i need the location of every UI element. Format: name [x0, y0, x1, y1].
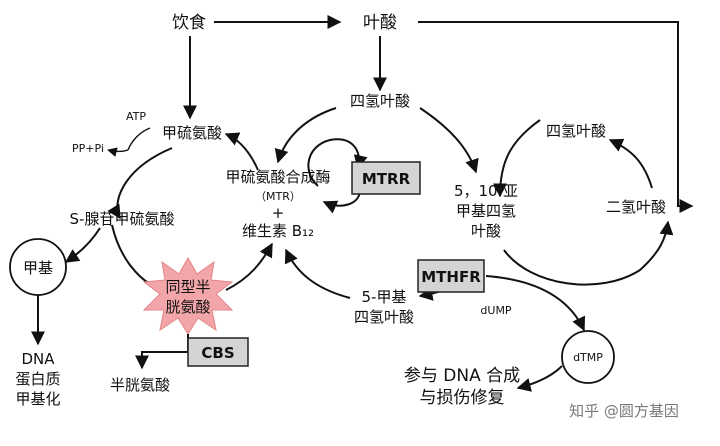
- arrow-homocysteine-to-cysteine: [135, 334, 189, 370]
- node-dna-synthesis-line1: 参与 DNA 合成: [404, 366, 520, 386]
- arrow-dump-to-dtmp: [485, 275, 586, 332]
- enzyme-mtrr-label: MTRR: [362, 170, 411, 188]
- arc-methylthf-to-mtr: [284, 248, 351, 299]
- enzyme-cbs-label: CBS: [201, 344, 234, 362]
- node-dtmp: dTMP: [573, 351, 603, 364]
- line-folate-right: [418, 21, 680, 207]
- node-sam: S-腺苷甲硫氨酸: [70, 210, 175, 228]
- arc-sam-to-homocysteine: [111, 224, 151, 285]
- enzyme-mthfr-label: MTHFR: [421, 268, 481, 286]
- label-pppi: PP+Pi: [72, 142, 104, 155]
- cbs-enzyme-box: [187, 337, 249, 367]
- arc-thf-to-methylene: [419, 107, 479, 174]
- arc-methionine-to-sam: [107, 147, 173, 220]
- node-dna-methylation-line3: 甲基化: [15, 390, 60, 408]
- node-dna-methylation-line1: DNA: [21, 350, 55, 368]
- node-dna-methylation-line2: 蛋白质: [15, 370, 60, 388]
- node-methylene-thf-line3: 叶酸: [471, 222, 501, 240]
- arc-atp: [127, 127, 151, 151]
- node-methyl-thf-line2: 四氢叶酸: [354, 308, 414, 326]
- node-mtr-line4: 维生素 B₁₂: [242, 222, 314, 240]
- node-methyl-thf-line1: 5-甲基: [362, 288, 407, 306]
- node-methyl: 甲基: [23, 259, 53, 277]
- dtmp-circle: [561, 330, 615, 384]
- node-mtr-line2: （MTR）: [255, 190, 301, 203]
- homocysteine-burst: [142, 256, 234, 335]
- node-methylene-thf-line1: 5，10-亚: [454, 182, 518, 200]
- node-dhf: 二氢叶酸: [606, 198, 666, 216]
- node-thf-top: 四氢叶酸: [350, 92, 410, 110]
- node-homocysteine-line2: 胱氨酸: [165, 298, 210, 316]
- mtrr-enzyme-box: [351, 161, 421, 195]
- node-mtr-plus: +: [272, 204, 285, 222]
- node-methionine: 甲硫氨酸: [162, 124, 222, 142]
- mthfr-enzyme-box: [417, 259, 485, 293]
- arc-thf-to-mtr: [274, 107, 337, 164]
- node-methylene-thf-line2: 甲基四氢: [456, 202, 516, 220]
- label-atp: ATP: [126, 110, 146, 123]
- node-cysteine: 半胱氨酸: [110, 376, 170, 394]
- node-homocysteine-line1: 同型半: [165, 278, 210, 296]
- arc-mtrr-loop-top: [307, 138, 368, 187]
- arc-thf-right-to-methylene: [493, 119, 541, 198]
- node-thf-right: 四氢叶酸: [546, 122, 606, 140]
- node-diet: 饮食: [172, 13, 206, 33]
- arc-methylene-to-dhf: [503, 220, 674, 286]
- node-folate: 叶酸: [363, 13, 397, 33]
- node-dna-synthesis-line2: 与损伤修复: [420, 388, 505, 408]
- node-mtr-line1: 甲硫氨酸合成酶: [225, 168, 330, 186]
- arc-dhf-to-thf: [608, 138, 653, 189]
- arrow-dtmp-to-dna-synthesis: [516, 365, 563, 392]
- arc-pppi: [107, 147, 129, 157]
- arrow-sam-to-methyl: [64, 227, 101, 263]
- watermark: 知乎 @圆方基因: [569, 402, 679, 420]
- arc-mtrr-loop-bottom: [322, 191, 361, 214]
- arc-homocysteine-to-mtr: [225, 242, 273, 291]
- arc-mtr-to-methionine: [224, 132, 259, 171]
- label-dump: dUMP: [480, 304, 512, 317]
